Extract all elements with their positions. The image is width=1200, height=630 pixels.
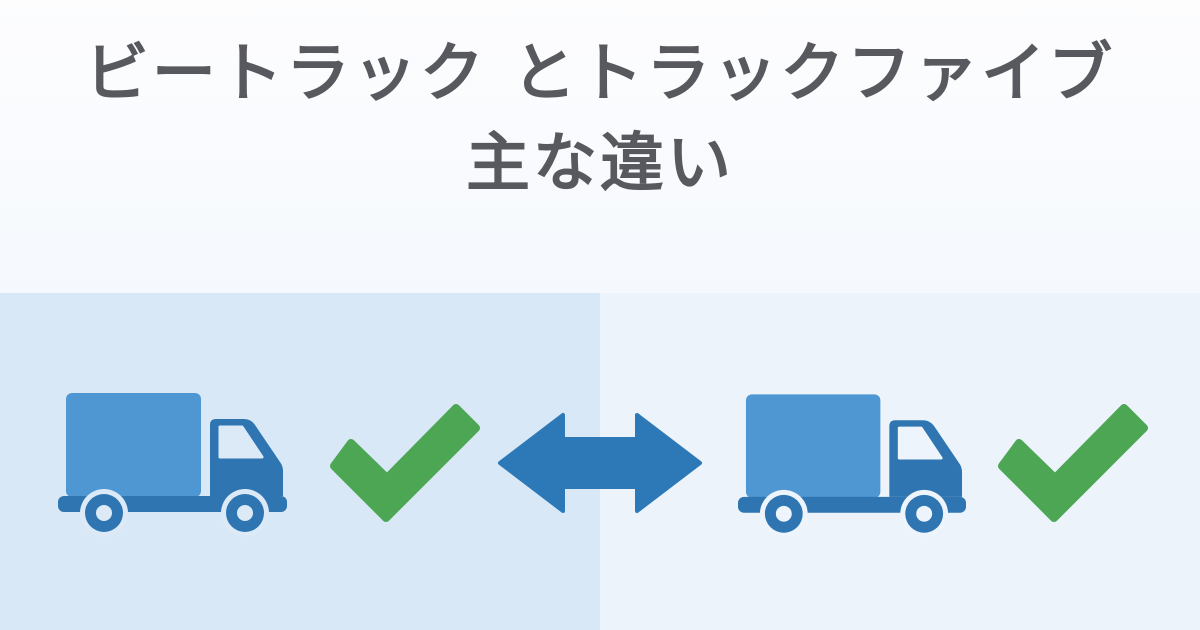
page-title-line-2: 主な違い: [466, 127, 734, 201]
checkmark-icon: [330, 404, 480, 522]
truck-icon: [58, 393, 287, 537]
page-title-line-1: ビートラック とトラックファイブ: [84, 37, 1116, 111]
double-arrow-icon: [498, 413, 702, 513]
checkmark-icon: [998, 404, 1148, 522]
truck-icon: [738, 394, 966, 538]
